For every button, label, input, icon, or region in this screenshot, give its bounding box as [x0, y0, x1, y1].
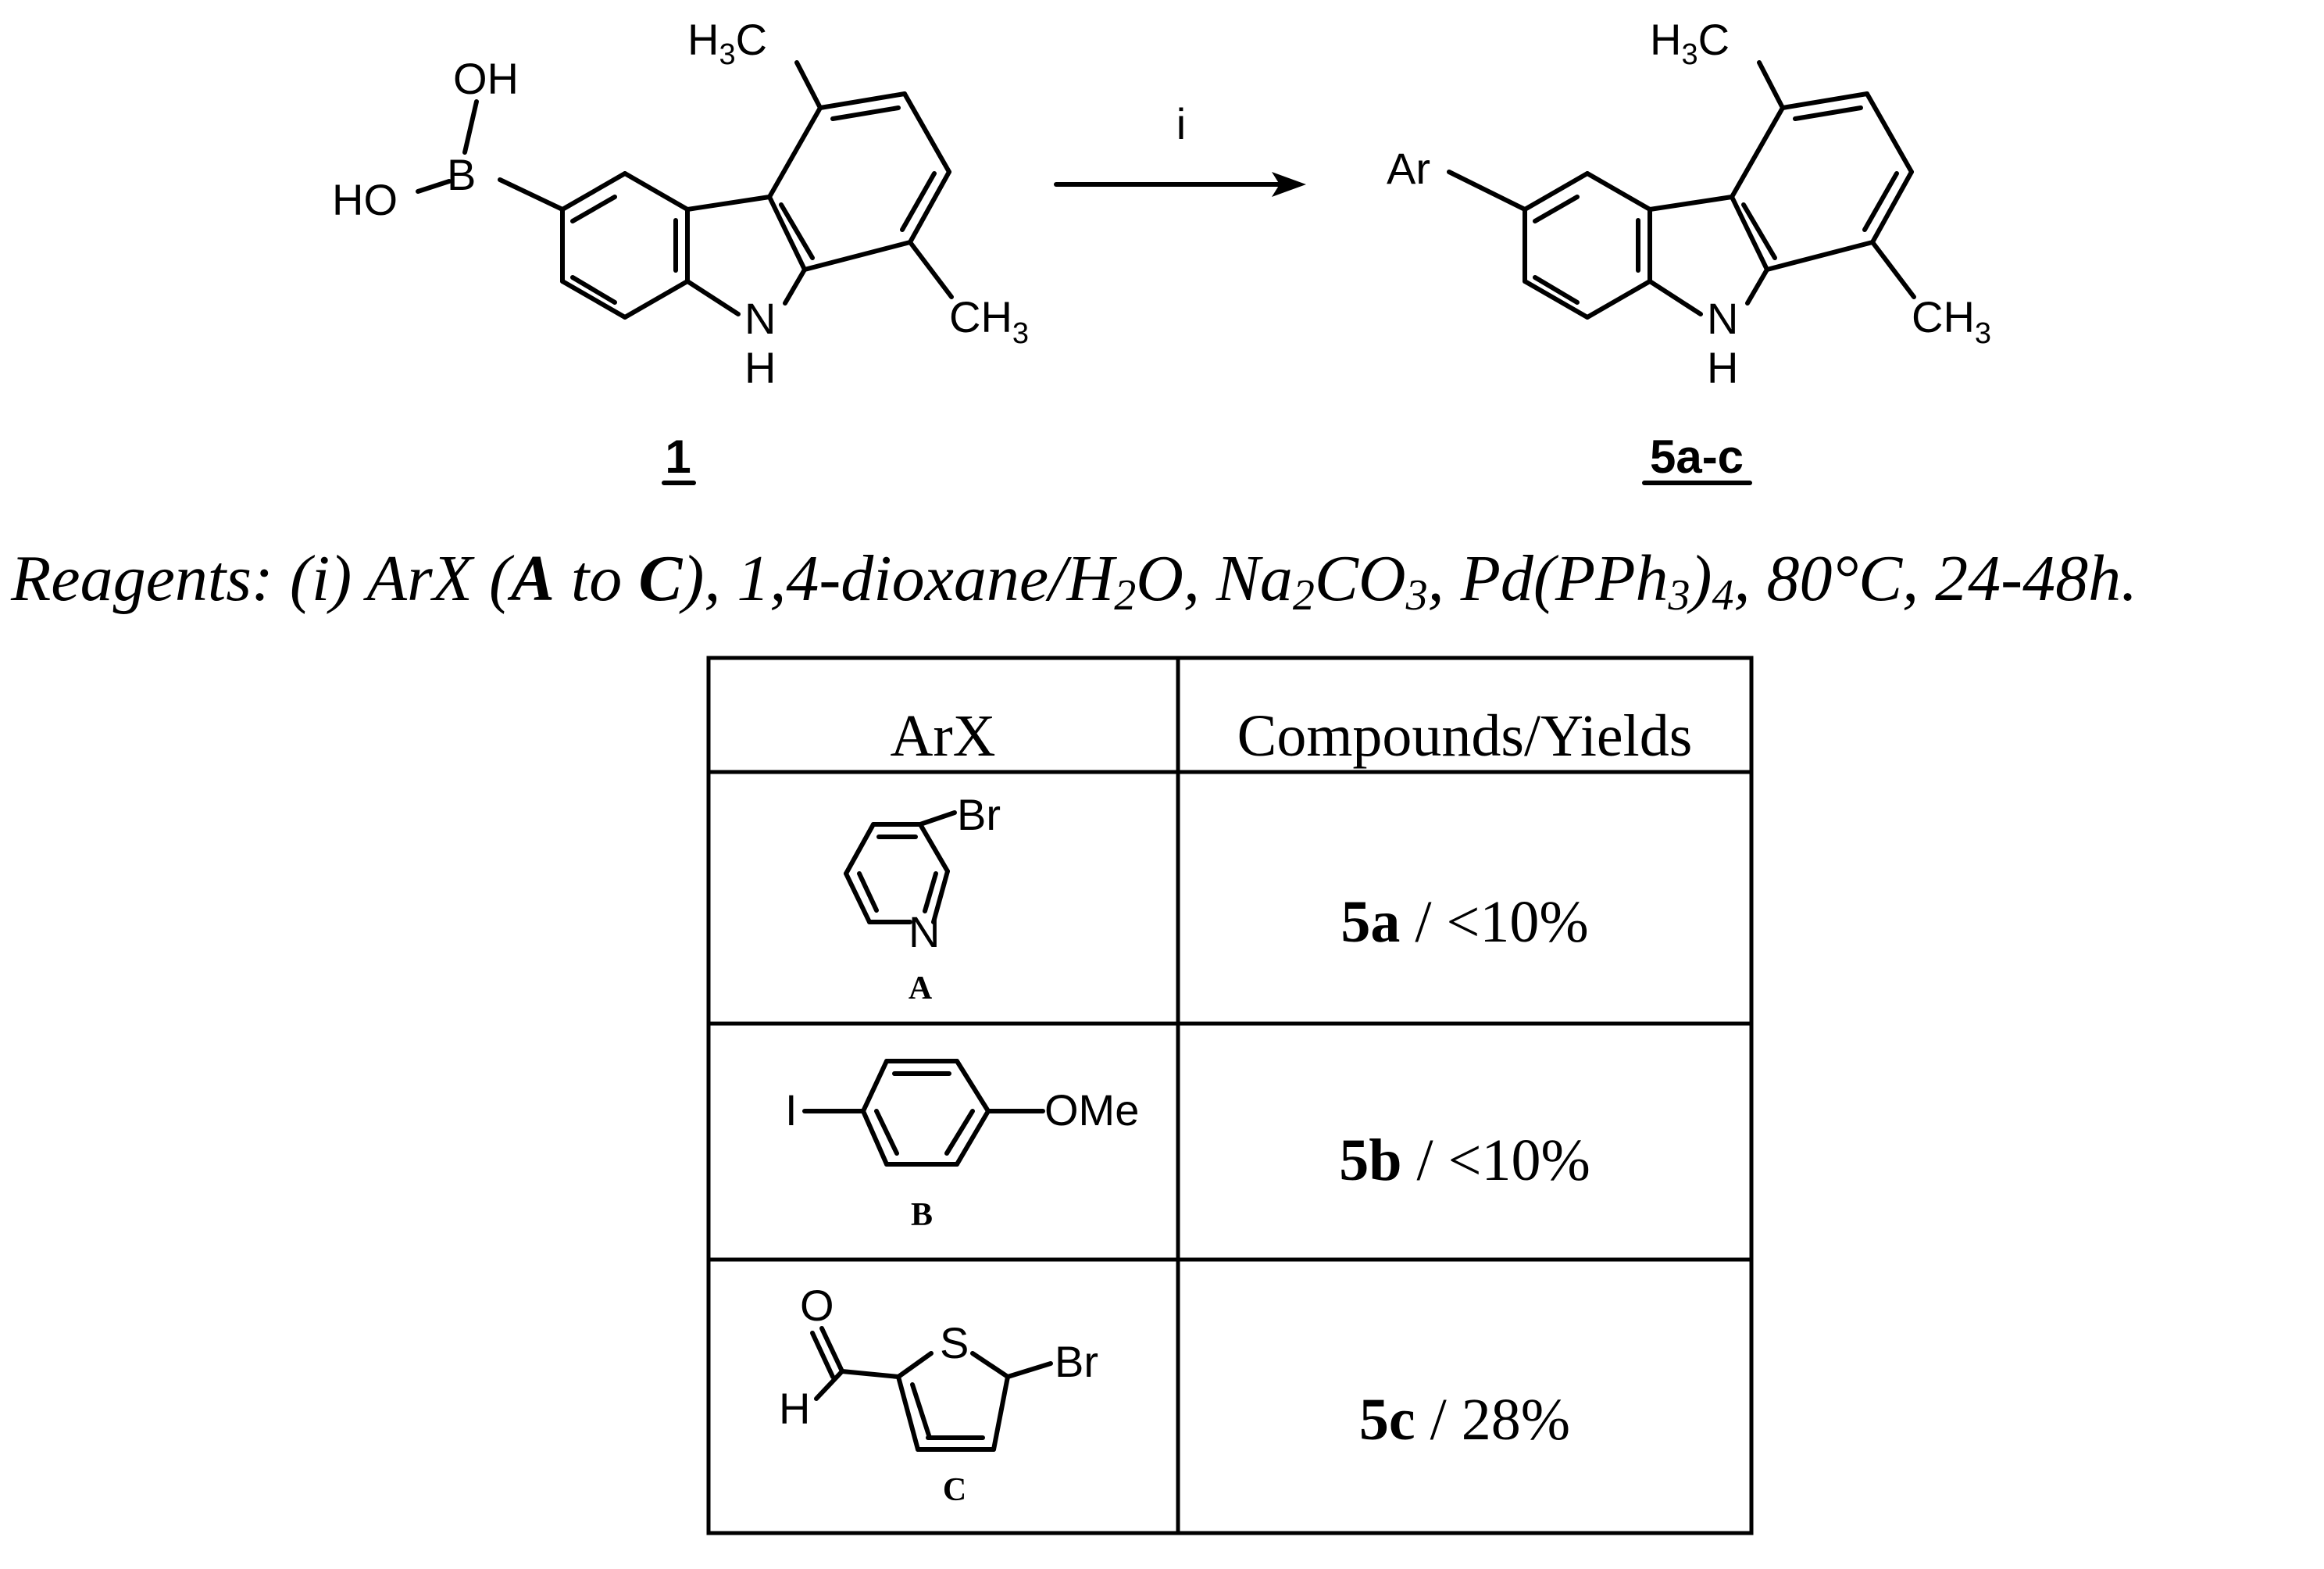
reagent-b-tag: B	[911, 1197, 933, 1233]
table-header-arx: ArX	[890, 703, 995, 769]
sm-methyl-right-label: CH3	[949, 292, 1029, 350]
reagent-a-structure	[844, 810, 957, 924]
reagent-a-tag: A	[909, 970, 933, 1006]
reagent-a-n-label: N	[909, 907, 940, 956]
reagent-c-structure	[810, 1326, 1053, 1452]
sm-nh-h-label: H	[744, 343, 776, 392]
reagent-b-i-label: I	[785, 1085, 798, 1135]
starting-material-structure	[416, 60, 954, 320]
row-c-result: 5c / 28%	[1359, 1387, 1570, 1453]
sm-nh-n-label: N	[744, 294, 776, 343]
starting-material-label: 1	[665, 431, 691, 483]
product-ar-label: Ar	[1387, 144, 1430, 193]
reaction-arrow-head	[1272, 172, 1306, 197]
reagent-c-o-label: O	[800, 1281, 834, 1330]
product-methyl-right-label: CH3	[1912, 292, 1991, 350]
product-methyl-top-label: H3C	[1650, 15, 1730, 71]
sm-ho-label: HO	[332, 175, 398, 224]
row-b-result: 5b / <10%	[1339, 1128, 1590, 1193]
results-table	[706, 656, 1754, 1535]
reagent-c-s-label: S	[940, 1318, 969, 1367]
reaction-conditions: Reagents: (i) ArX (A to C), 1,4-dioxane/…	[10, 542, 2137, 620]
row-a-result: 5a / <10%	[1340, 889, 1588, 955]
reagent-b-ome-label: OMe	[1044, 1085, 1139, 1135]
product-label: 5a-c	[1650, 431, 1744, 483]
reagent-b-structure	[802, 1059, 1045, 1167]
product-nh-n-label: N	[1707, 294, 1738, 343]
table-header-compounds: Compounds/Yields	[1237, 703, 1693, 769]
sm-boron-label: B	[447, 150, 476, 199]
sm-methyl-top-label: H3C	[687, 15, 767, 71]
product-structure	[1447, 60, 1916, 320]
sm-oh-label: OH	[453, 54, 519, 103]
arrow-label: i	[1176, 99, 1186, 148]
reagent-c-br-label: Br	[1055, 1337, 1098, 1386]
reagent-c-h-label: H	[779, 1384, 810, 1433]
product-nh-h-label: H	[1707, 343, 1738, 392]
reagent-c-tag: C	[943, 1472, 966, 1508]
reagent-a-br-label: Br	[957, 790, 1001, 839]
